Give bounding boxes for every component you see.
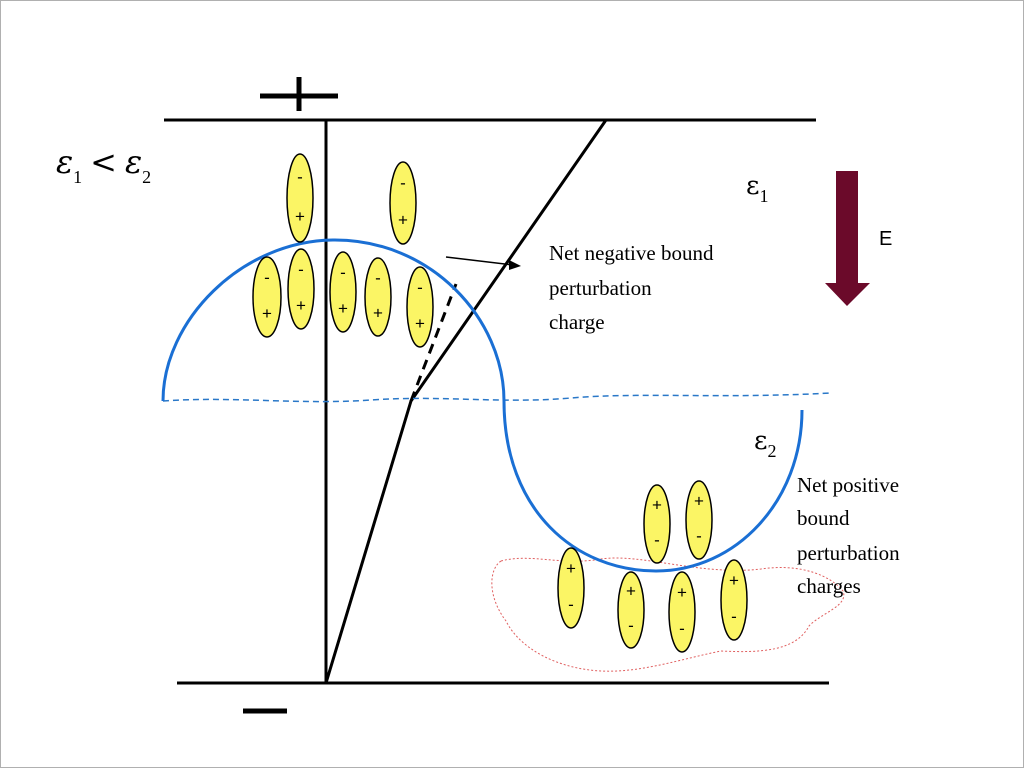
dashed-field-continuation <box>409 283 458 402</box>
dipole-ellipse <box>406 266 434 348</box>
dipole: -+ <box>287 248 315 330</box>
dipole: -+ <box>389 161 417 245</box>
dipole-ellipse <box>287 248 315 330</box>
positive-charge-note: Net positive bound perturbation charges <box>797 473 905 598</box>
dipole-bottom-sign: + <box>398 211 408 230</box>
dipole-bottom-sign: - <box>654 530 660 549</box>
dipole-bottom-sign: - <box>628 616 634 635</box>
dipole-top-sign: - <box>417 278 423 297</box>
lower-semicircle-curve <box>502 400 804 573</box>
dipole-top-sign: - <box>375 268 381 287</box>
dipole-ellipse <box>685 480 713 560</box>
dielectric-interface <box>162 392 832 403</box>
dipole-ellipse <box>643 484 671 564</box>
upper-semicircle-curve <box>161 238 506 402</box>
dipole: +- <box>685 480 713 560</box>
dipole-bottom-sign: + <box>373 303 383 322</box>
dipole-ellipse <box>364 257 392 337</box>
dipole-bottom-sign: - <box>696 526 702 545</box>
dipole-ellipse <box>389 161 417 245</box>
dipole-ellipse <box>720 559 748 641</box>
dipole: -+ <box>406 266 434 348</box>
upper-dipoles: -+-+-+-+-+-+-+ <box>252 153 434 348</box>
region1-label: ε1 <box>746 171 768 206</box>
permittivity-relation: ε1<ε2 <box>56 143 151 187</box>
dipole-top-sign: - <box>297 168 303 187</box>
dipole-bottom-sign: - <box>568 595 574 614</box>
dipole-ellipse <box>617 571 645 649</box>
dipole: -+ <box>252 256 282 338</box>
annotation-arrow <box>445 256 521 270</box>
dipole-bottom-sign: - <box>679 619 685 638</box>
dipole: +- <box>720 559 748 641</box>
dipole-top-sign: - <box>340 263 346 282</box>
dipole: -+ <box>364 257 392 337</box>
dipole-top-sign: + <box>729 571 739 590</box>
field-label: E <box>879 228 892 250</box>
dipole-top-sign: - <box>264 268 270 287</box>
dipole: +- <box>643 484 671 564</box>
dipole-top-sign: + <box>566 559 576 578</box>
dipole-bottom-sign: + <box>262 304 272 323</box>
lower-dipoles: +-+-+-+-+-+- <box>557 480 748 653</box>
dipole-ellipse <box>252 256 282 338</box>
dipole: +- <box>668 571 696 653</box>
dipole-top-sign: + <box>652 495 662 514</box>
dipole-ellipse <box>668 571 696 653</box>
dipole-ellipse <box>329 251 357 333</box>
dipole: -+ <box>329 251 357 333</box>
electric-field-arrow <box>825 171 870 306</box>
dipole-top-sign: + <box>694 491 704 510</box>
dipole-bottom-sign: + <box>295 207 305 226</box>
dipole-top-sign: - <box>400 174 406 193</box>
dipole-bottom-sign: + <box>296 296 306 315</box>
dipole-top-sign: - <box>298 260 304 279</box>
dipole: +- <box>557 547 585 629</box>
dipole-ellipse <box>286 153 314 243</box>
positive-charge-region <box>491 557 845 672</box>
dipole-top-sign: + <box>677 583 687 602</box>
negative-charge-note: Net negative bound perturbation charge <box>549 241 719 334</box>
dipole-bottom-sign: + <box>415 314 425 333</box>
dipole-bottom-sign: - <box>731 607 737 626</box>
dipole-ellipse <box>557 547 585 629</box>
dipole: -+ <box>286 153 314 243</box>
dipole: +- <box>617 571 645 649</box>
dipole-top-sign: + <box>626 582 636 601</box>
region2-label: ε2 <box>754 426 776 461</box>
plus-plate-symbol <box>260 77 338 111</box>
dipole-bottom-sign: + <box>338 299 348 318</box>
